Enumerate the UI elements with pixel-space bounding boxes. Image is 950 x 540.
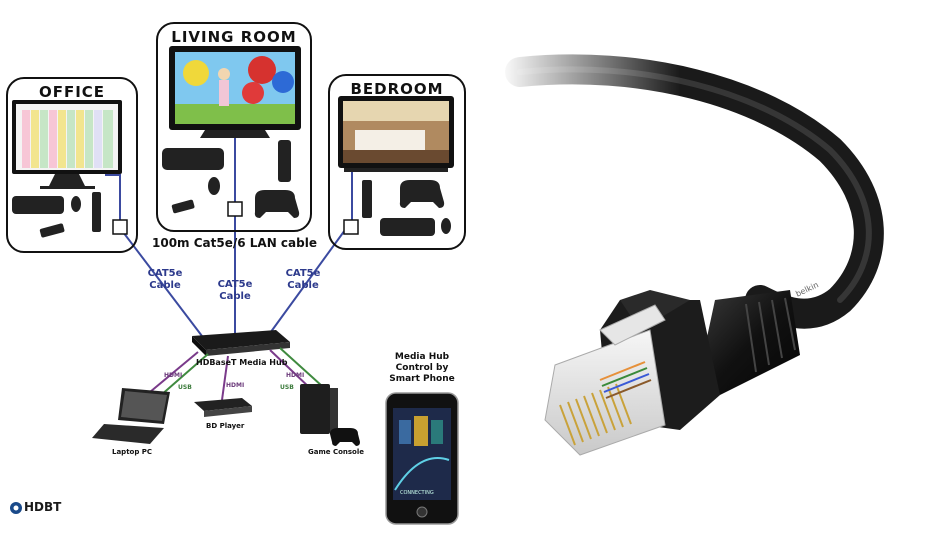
spreadsheet-columns (22, 110, 113, 168)
hdmi-laptop (149, 351, 199, 393)
cable-label-center-line1: CAT5e (217, 279, 253, 290)
usb-laptop (159, 353, 209, 397)
cable-label-center: CAT5e Cable (210, 279, 260, 303)
ethernet-cable-photo: belkin (500, 0, 950, 535)
living-room: LIVING ROOM (156, 22, 312, 232)
console-gamepad (330, 428, 360, 446)
cable-label-right: CAT5e Cable (278, 268, 328, 292)
living-room-title: LIVING ROOM (171, 28, 297, 46)
office-title: OFFICE (38, 83, 106, 101)
port-label-hdmi-center: HDMI (226, 382, 245, 389)
cable-label-center-line2: Cable (219, 291, 251, 302)
bedroom-room: BEDROOM (328, 74, 466, 250)
cable-label-right-line2: Cable (287, 280, 319, 291)
living-usb-dongle (171, 199, 195, 214)
lan-cable-label: 100m Cat5e/6 LAN cable (152, 236, 317, 250)
bedroom-mouse (441, 218, 451, 234)
living-mouse (208, 177, 220, 195)
hub-label: HDBaseT Media Hub (196, 358, 288, 367)
phone-caption-line1: Media Hub (394, 352, 450, 362)
plug-wires (599, 361, 652, 399)
cable-label-left-line1: CAT5e (147, 268, 183, 279)
bedroom-wall-port (343, 219, 359, 235)
port-label-usb-left: USB (178, 384, 192, 391)
office-wall-port (112, 219, 128, 235)
phone-caption-line3: Smart Phone (389, 374, 455, 384)
network-diagram: OFFICE LIVING ROOM BEDROOM 100m Cat5e/6 … (6, 22, 466, 525)
device-label-laptop: Laptop PC (112, 448, 153, 456)
office-mouse (71, 196, 81, 212)
cable-label-left: CAT5e Cable (140, 268, 190, 292)
rj45-latch (599, 304, 666, 346)
hdbt-logo: HDBT (24, 500, 62, 514)
bedroom-remote (362, 180, 372, 218)
bedroom-title: BEDROOM (350, 80, 444, 98)
hdmi-bd (221, 355, 229, 401)
office-remote (92, 192, 101, 232)
office-keyboard (12, 196, 64, 214)
usb-console (279, 347, 323, 387)
office-usb-dongle (39, 223, 65, 238)
living-keyboard (162, 148, 224, 170)
office-tv-cable (105, 174, 121, 222)
port-label-usb-right: USB (280, 384, 294, 391)
cable-label-left-line2: Cable (149, 280, 181, 291)
laptop-base (92, 424, 164, 444)
office-room: OFFICE (6, 77, 138, 253)
phone-caption: Media Hub Control by Smart Phone (382, 352, 462, 385)
living-remote (278, 140, 291, 182)
bedroom-gamepad (399, 180, 445, 208)
game-console (300, 384, 330, 434)
port-label-hdmi-left: HDMI (164, 372, 183, 379)
media-hub (192, 330, 290, 350)
cable-office (119, 227, 206, 341)
device-label-game-console: Game Console (308, 448, 364, 456)
diagram-graphics (10, 46, 459, 525)
ethernet-cable-graphic (500, 40, 884, 456)
bd-player (194, 398, 252, 411)
hdmi-console (269, 349, 313, 391)
living-wall-port (227, 201, 243, 217)
phone-caption-line2: Control by (395, 363, 449, 373)
port-label-hdmi-right: HDMI (286, 372, 305, 379)
cable-bedroom (264, 229, 346, 341)
device-label-bd-player: BD Player (206, 422, 245, 430)
plug-contacts (559, 383, 632, 446)
cable-label-right-line1: CAT5e (285, 268, 321, 279)
phone-screen-text: CONNECTING (400, 490, 434, 496)
living-gamepad (254, 190, 300, 218)
bedroom-keyboard (380, 218, 435, 236)
